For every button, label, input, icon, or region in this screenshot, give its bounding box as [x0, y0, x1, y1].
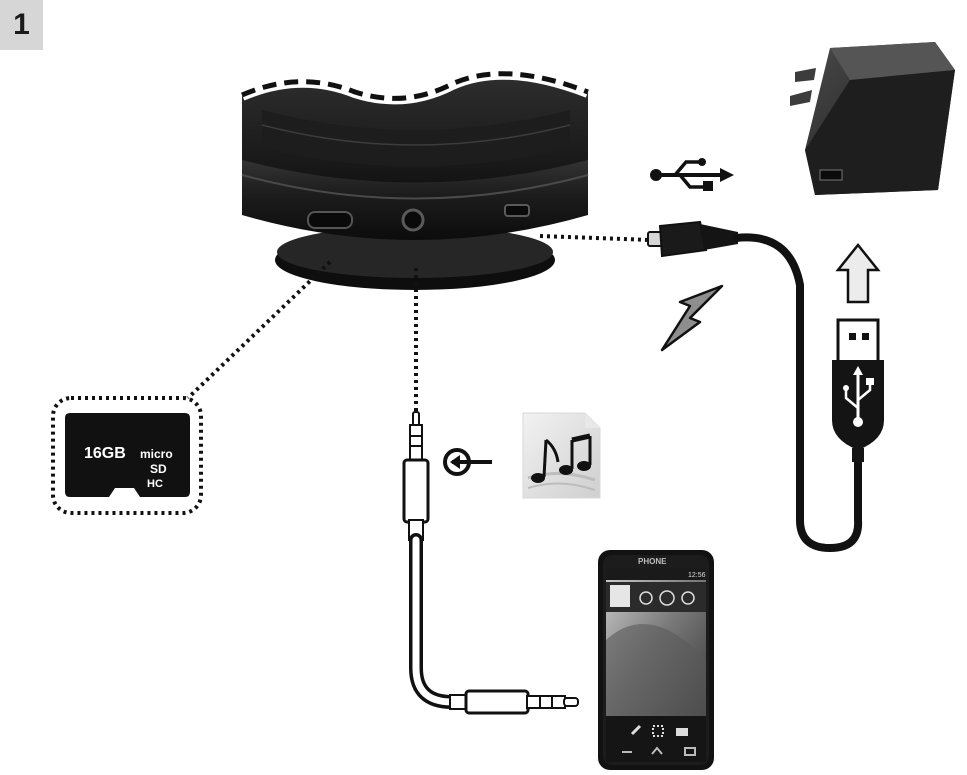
phone-brand-label: PHONE — [638, 557, 667, 566]
audio-jack-port — [401, 208, 425, 232]
usb-symbol-icon — [650, 158, 734, 191]
lightning-icon — [660, 284, 724, 352]
wall-charger — [790, 42, 955, 195]
audio-input-icon — [443, 448, 492, 476]
audio-cable — [402, 411, 579, 715]
music-notes-icon — [522, 412, 601, 499]
phone-time: 12:56 — [688, 572, 706, 579]
dotted-leader-lines — [186, 234, 651, 420]
sd-capacity-label: 16GB — [84, 445, 126, 462]
sd-brand-hc: HC — [147, 478, 163, 490]
micro-usb-port — [504, 204, 530, 217]
usb-cable — [647, 220, 884, 553]
step-number-badge: 1 — [0, 0, 43, 50]
sd-brand-sd: SD — [150, 462, 167, 476]
smartphone: PHONE 12:56 — [598, 550, 714, 770]
sd-brand-micro: micro — [140, 447, 173, 461]
headphone-earcup — [239, 67, 591, 290]
micro-sd-slot — [307, 211, 353, 229]
arrow-up-icon — [835, 242, 881, 304]
micro-sd-card: 16GB micro SD HC — [51, 396, 203, 515]
